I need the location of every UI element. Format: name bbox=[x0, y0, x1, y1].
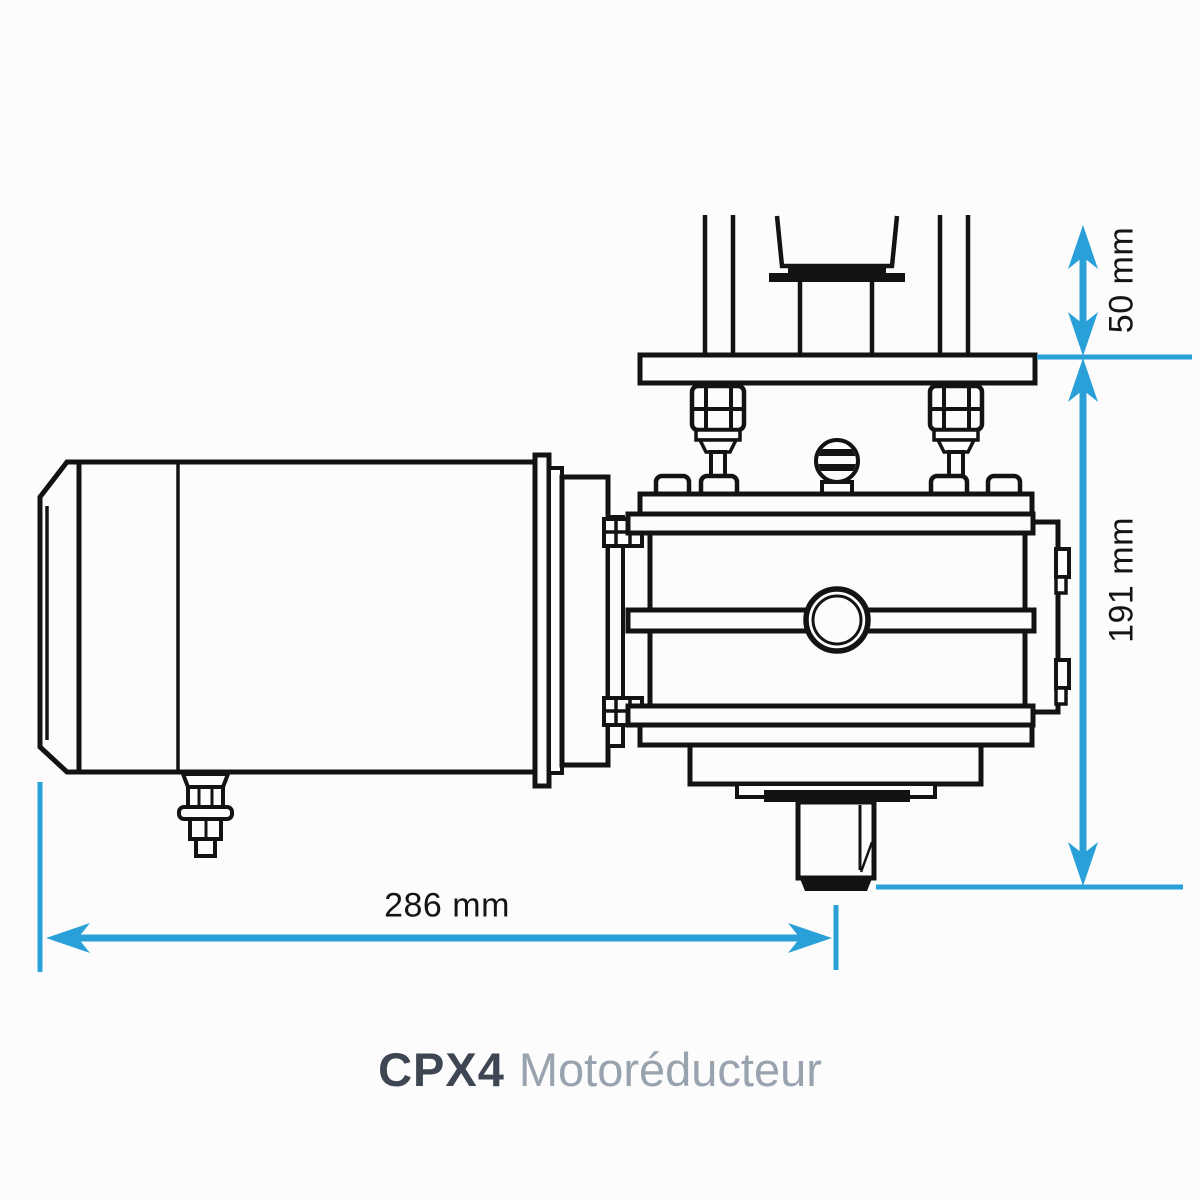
gearbox-hub bbox=[803, 586, 871, 654]
dimension-arrow-50mm bbox=[1068, 225, 1098, 356]
dimension-arrow-286mm bbox=[46, 923, 832, 953]
dimension-label-286mm: 286 mm bbox=[384, 886, 510, 925]
mounting-stud-left bbox=[689, 383, 747, 482]
dimension-lines bbox=[37, 225, 1192, 972]
deck-plate bbox=[637, 352, 1038, 386]
motor-assembly bbox=[37, 452, 644, 858]
dimension-arrow-191mm bbox=[1068, 358, 1098, 886]
dimension-label-191mm: 191 mm bbox=[1102, 517, 1141, 643]
caption-model: CPX4 bbox=[378, 1042, 505, 1096]
caption: CPX4 Motoréducteur bbox=[0, 1042, 1200, 1096]
mounting-stud-right bbox=[927, 383, 985, 482]
motor-terminal-stud bbox=[177, 772, 234, 858]
caption-type: Motoréducteur bbox=[518, 1042, 822, 1096]
gearbox-assembly bbox=[625, 491, 1071, 891]
above-deck-shaft-and-chainpipe bbox=[702, 215, 971, 355]
output-shaft bbox=[687, 742, 984, 891]
grease-nipple bbox=[814, 438, 860, 497]
dimension-label-50mm: 50 mm bbox=[1102, 226, 1141, 334]
